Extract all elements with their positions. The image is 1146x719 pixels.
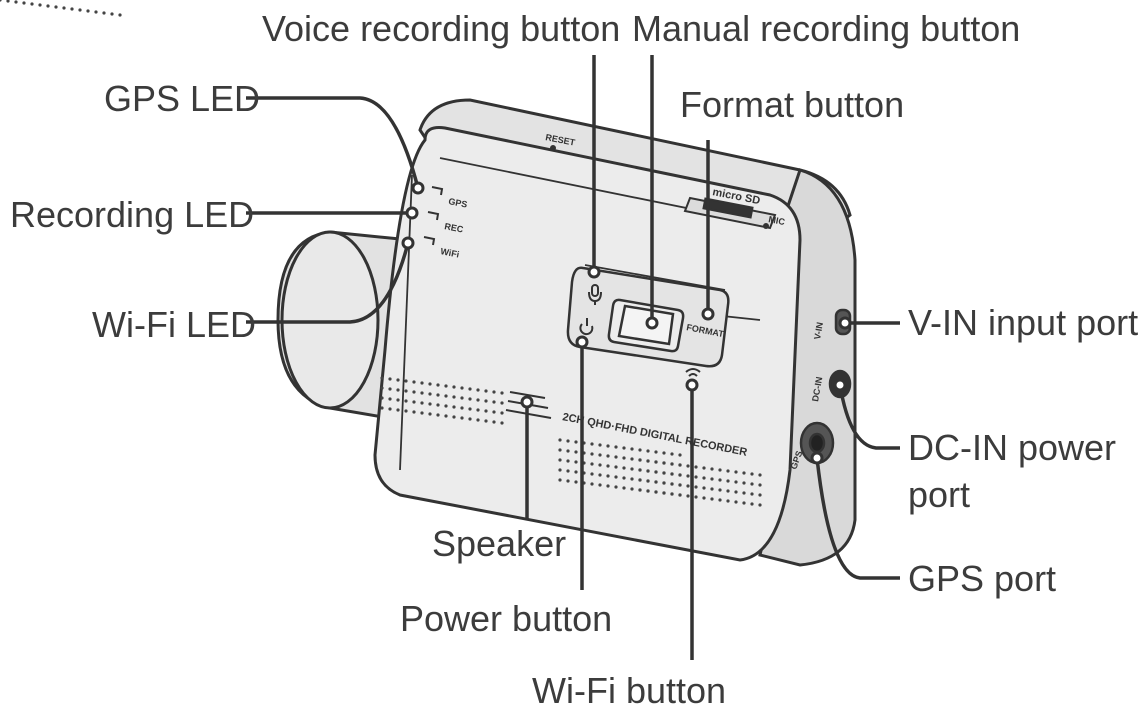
lens-barrel bbox=[276, 230, 412, 422]
callout-manual-recording-button: Manual recording button bbox=[632, 8, 1021, 49]
callout-v-in-input-port: V-IN input port bbox=[908, 302, 1139, 343]
callout-recording-led: Recording LED bbox=[10, 194, 255, 235]
callout-speaker: Speaker bbox=[432, 523, 567, 564]
leader-dc-in-port bbox=[838, 384, 900, 450]
rec-led-label: REC bbox=[444, 221, 465, 235]
gps-led-label: GPS bbox=[448, 196, 469, 209]
callout-power-button: Power button bbox=[400, 598, 613, 639]
callout-wifi-led: Wi-Fi LED bbox=[92, 304, 256, 345]
leader-lines bbox=[246, 55, 900, 660]
leader-wifi-led bbox=[246, 242, 410, 324]
wifi-led-label: WiFi bbox=[440, 246, 460, 259]
callout-dc-in-power-port-line2: port bbox=[908, 474, 971, 515]
power-icon bbox=[579, 318, 594, 336]
wifi-icon bbox=[685, 368, 701, 377]
perforation-dots bbox=[0, 0, 762, 507]
leader-gps-port bbox=[815, 457, 900, 580]
button-panel bbox=[566, 266, 730, 368]
callout-voice-recording-button: Voice recording button bbox=[262, 8, 621, 49]
v-in-side-label: V-IN bbox=[812, 321, 825, 340]
callout-dc-in-power-port-line1: DC-IN power bbox=[908, 427, 1117, 468]
callout-format-button: Format button bbox=[680, 84, 905, 125]
led-marks bbox=[423, 186, 444, 246]
callout-gps-port: GPS port bbox=[908, 558, 1057, 599]
leader-gps-led bbox=[246, 96, 420, 189]
microphone-icon bbox=[588, 284, 602, 305]
callout-wifi-button: Wi-Fi button bbox=[532, 670, 727, 711]
dc-in-side-label: DC-IN bbox=[810, 376, 824, 402]
callout-gps-led: GPS LED bbox=[104, 78, 261, 119]
mic-label: MIC bbox=[768, 214, 787, 227]
